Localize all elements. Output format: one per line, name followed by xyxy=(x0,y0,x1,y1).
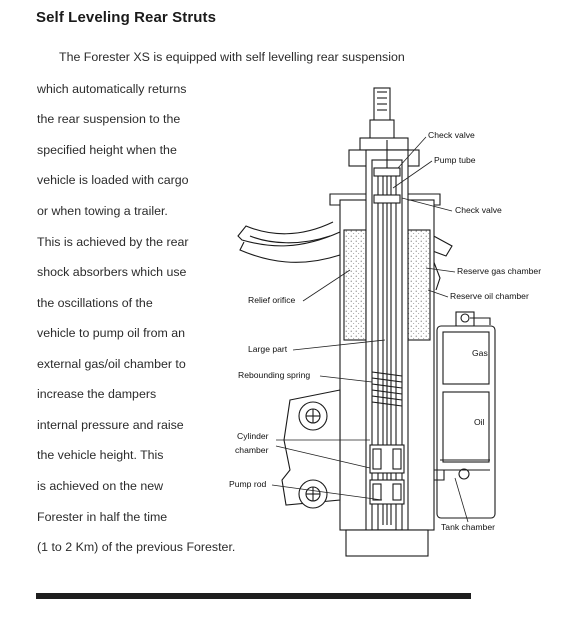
label-check-valve-top: Check valve xyxy=(428,130,475,140)
page-title: Self Leveling Rear Struts xyxy=(36,9,217,26)
leader-lines xyxy=(271,136,469,523)
strut-drawing xyxy=(237,87,496,557)
label-pump-tube: Pump tube xyxy=(434,155,476,165)
text-line: shock absorbers which use xyxy=(37,265,187,279)
label-reserve-oil-chamber: Reserve oil chamber xyxy=(450,291,529,301)
text-line: specified height when the xyxy=(37,143,177,157)
label-oil: Oil xyxy=(474,417,485,427)
label-check-valve-mid: Check valve xyxy=(455,205,502,215)
text-line: vehicle to pump oil from an xyxy=(37,326,186,340)
label-cylinder-chamber-1: Cylinder xyxy=(237,431,269,441)
text-line: internal pressure and raise xyxy=(37,418,184,432)
text-line: (1 to 2 Km) of the previous Forester. xyxy=(37,540,236,554)
text-line: which automatically returns xyxy=(37,82,187,96)
text-line: the oscillations of the xyxy=(37,296,153,310)
text-line: external gas/oil chamber to xyxy=(37,357,186,371)
text-line: This is achieved by the rear xyxy=(37,235,189,249)
intro-paragraph: The Forester XS is equipped with self le… xyxy=(59,50,405,64)
label-reserve-gas-chamber: Reserve gas chamber xyxy=(457,266,541,276)
text-line: vehicle is loaded with cargo xyxy=(37,173,189,187)
bottom-rule xyxy=(36,593,471,599)
text-line: increase the dampers xyxy=(37,387,157,401)
label-relief-orifice: Relief orifice xyxy=(248,295,296,305)
text-line: Forester in half the time xyxy=(37,510,168,524)
text-line: the vehicle height. This xyxy=(37,448,164,462)
text-line: the rear suspension to the xyxy=(37,112,181,126)
text-line: is achieved on the new xyxy=(37,479,164,493)
label-gas: Gas xyxy=(472,348,488,358)
label-rebounding-spring: Rebounding spring xyxy=(238,370,310,380)
label-large-part: Large part xyxy=(248,344,288,354)
label-tank-chamber: Tank chamber xyxy=(441,522,495,532)
text-line: or when towing a trailer. xyxy=(37,204,168,218)
label-pump-rod: Pump rod xyxy=(229,479,266,489)
label-cylinder-chamber-2: chamber xyxy=(235,445,269,455)
